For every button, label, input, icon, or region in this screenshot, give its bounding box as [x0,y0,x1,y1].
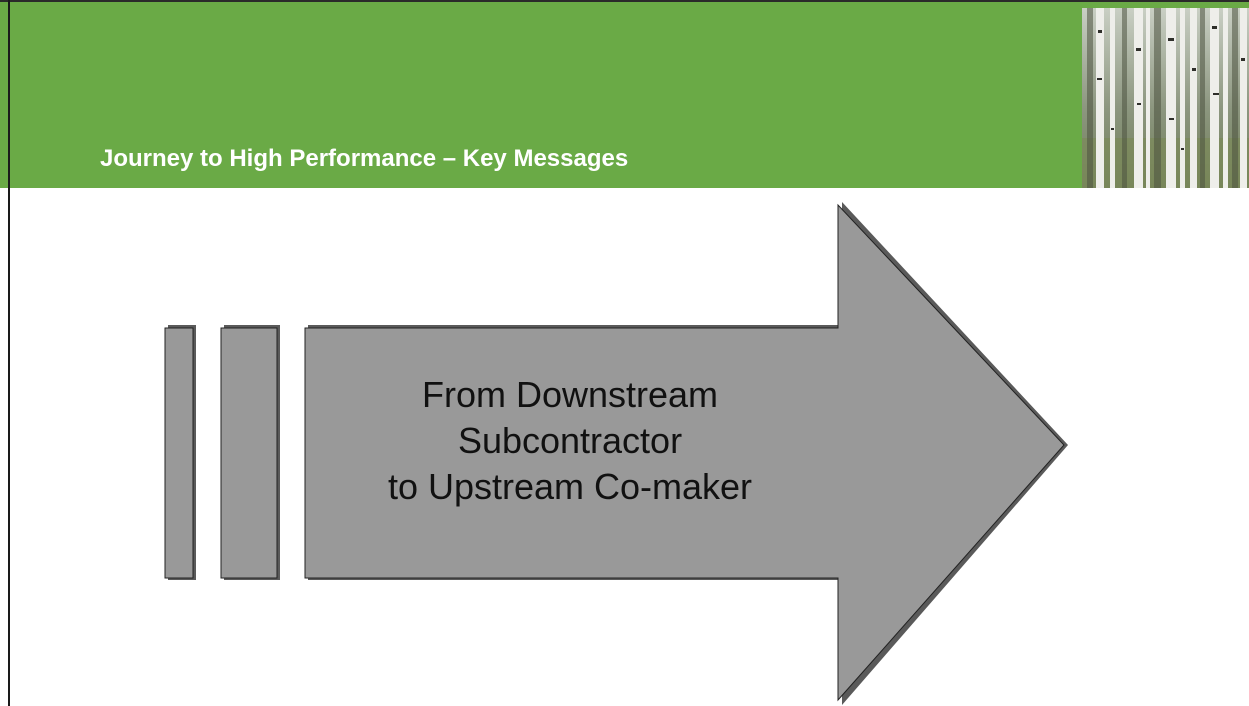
arrow-message: From Downstream Subcontractor to Upstrea… [305,372,835,510]
message-line-3: to Upstream Co-maker [387,466,753,507]
birch-forest-image [1082,8,1249,188]
header-band [0,0,1249,188]
message-line-1: From Downstream [421,374,719,415]
large-arrow [304,203,1065,702]
small-bar [164,327,194,579]
message-line-2: Subcontractor [457,420,683,461]
slide-title: Journey to High Performance – Key Messag… [100,145,629,172]
medium-bar [220,327,278,579]
left-border-rule [8,0,10,706]
